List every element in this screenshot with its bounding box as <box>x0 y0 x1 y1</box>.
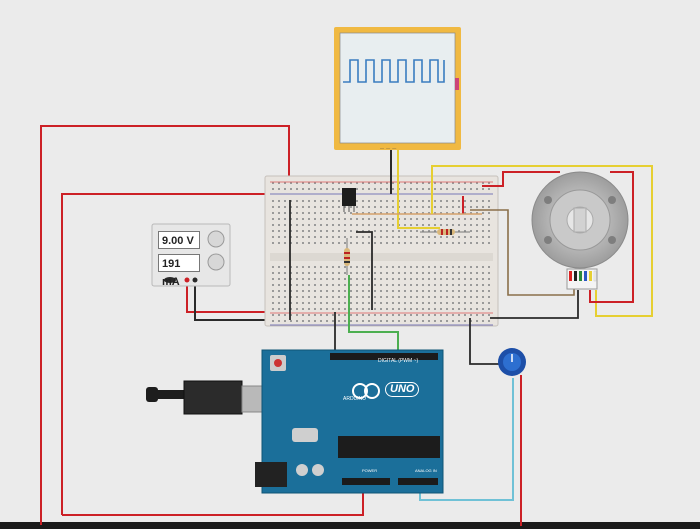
dc-motor[interactable] <box>531 171 629 290</box>
arduino-logo <box>352 383 368 399</box>
current-knob[interactable] <box>207 253 225 271</box>
power-switch[interactable] <box>164 277 176 283</box>
arduino-brand-label: ARDUINO <box>343 396 367 402</box>
wire-black-motor[interactable] <box>490 290 579 319</box>
usb-cable[interactable] <box>146 380 273 415</box>
wire-green-signal[interactable] <box>348 275 399 358</box>
wire-cyan-pot[interactable] <box>419 378 514 501</box>
wire-yellow-motor[interactable] <box>431 165 653 317</box>
atmega-chip <box>338 436 440 458</box>
wire-red-psu[interactable] <box>186 280 280 313</box>
scope-label: — — — <box>380 145 397 150</box>
wire-yellow-scope[interactable] <box>397 150 440 229</box>
wire-black-pot[interactable] <box>469 318 504 365</box>
waveform-trace <box>343 59 445 83</box>
digital-header <box>330 353 438 360</box>
wire-brown-motor[interactable] <box>470 209 575 296</box>
wire-red-bottom[interactable] <box>62 490 364 516</box>
current-display: 191 mA <box>158 254 200 288</box>
analog-header-label: ANALOG IN <box>415 468 437 473</box>
uno-label: UNO <box>385 382 420 397</box>
wire-red-left-outer[interactable] <box>40 125 290 525</box>
resistor-vertical[interactable] <box>344 238 350 275</box>
power-header <box>342 478 390 485</box>
wire-black-psu[interactable] <box>194 280 285 321</box>
digital-header-label: DIGITAL (PWM ~) <box>378 358 419 364</box>
terminal-negative[interactable] <box>192 277 198 283</box>
wire-red-left-inner[interactable] <box>61 193 274 515</box>
transistor[interactable] <box>342 188 356 212</box>
power-header-label: POWER <box>362 468 378 473</box>
wire-black-bb-base[interactable] <box>356 231 373 310</box>
wire-red-motor-top[interactable] <box>482 171 560 187</box>
voltage-display: 9.00 V <box>158 231 200 249</box>
oscilloscope[interactable] <box>334 27 461 150</box>
terminal-positive[interactable] <box>184 277 190 283</box>
potentiometer[interactable] <box>498 348 526 376</box>
breadboard[interactable] <box>264 175 499 327</box>
analog-header <box>398 478 438 485</box>
bottom-bar <box>0 522 700 529</box>
scope-knob <box>455 78 459 90</box>
resistor-horizontal[interactable] <box>420 229 470 235</box>
voltage-knob[interactable] <box>207 230 225 248</box>
arduino-uno[interactable] <box>255 349 444 494</box>
wire-red-motor-right[interactable] <box>589 171 634 303</box>
power-jack <box>255 462 287 487</box>
